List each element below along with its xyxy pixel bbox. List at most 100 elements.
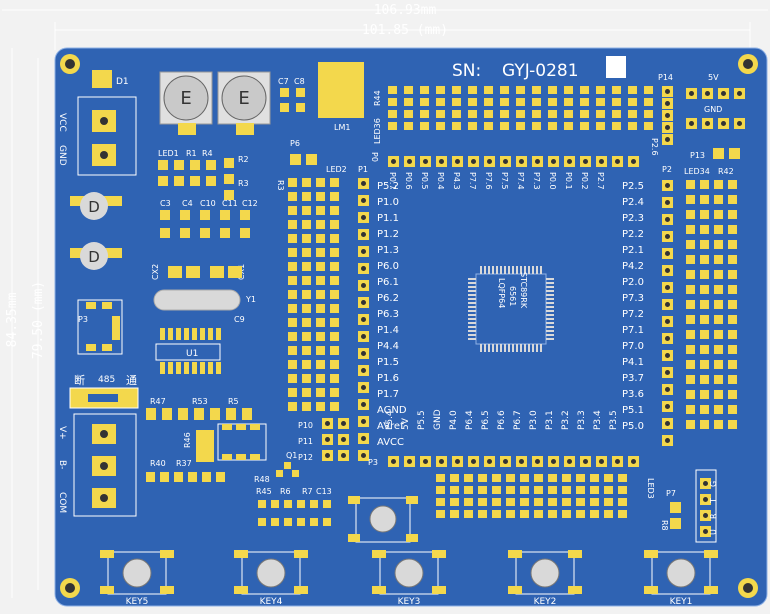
pad [206,176,216,186]
pad [178,408,188,420]
pad [220,210,230,220]
led-pad [604,498,613,506]
key-switch-3[interactable]: KEY3 [372,550,446,607]
pad [276,470,283,477]
led-pad [302,402,311,411]
label-r4: R4 [202,149,213,158]
led-pad [316,346,325,355]
reset-switch[interactable] [348,496,418,543]
label-cx2: CX2 [151,264,160,280]
led-pad [330,220,339,229]
label-led1: LED1 [158,149,179,158]
pad [240,228,250,238]
pad-hole [361,385,366,390]
pad-hole [361,317,366,322]
key-pad [704,586,718,594]
pad-hole [705,91,710,96]
label-p7: P7 [666,489,676,498]
led-pad [500,122,509,130]
led-pad [330,178,339,187]
key-switch-5[interactable]: KEY1 [644,550,718,607]
led-pad [330,402,339,411]
pad-hole [665,89,670,94]
led-pad [604,474,613,482]
led-pad [728,300,737,309]
led-pad [728,360,737,369]
key-switch-4[interactable]: KEY2 [508,550,582,607]
p3-pin-label: P4.0 [449,410,459,430]
pad-hole [583,159,588,164]
svg-text:E: E [238,88,249,109]
led-pad [484,110,493,118]
label-r53: R53 [192,397,208,406]
led-pad [330,332,339,341]
led-pad [714,390,723,399]
c7-c8-pads [280,88,305,112]
led-pad [452,122,461,130]
pad [310,518,318,526]
pad-hole [665,336,670,341]
pad [176,362,181,374]
led-pad [686,375,695,384]
pad-hole [361,249,366,254]
pad [208,328,213,340]
pad-hole [361,351,366,356]
pad-hole [325,453,330,458]
led-pad [618,474,627,482]
led-pad [478,498,487,506]
label-r45: R45 [256,487,272,496]
label-led34: LED34 [684,167,710,176]
label-r47: R47 [150,397,166,406]
key-switch-2[interactable]: KEY4 [234,550,308,607]
p1-pin-label: AVref [377,421,404,432]
mcu-marking-1: STC89RK [519,272,528,309]
led-pad [468,110,477,118]
led-pad [686,210,695,219]
pad-hole [503,159,508,164]
pad-hole [703,497,708,502]
p0-pin-label: P0.1 [564,172,573,190]
label-v-plus: V+ [57,426,67,440]
key-row: KEY5 KEY4 KEY3 KEY2 KEY1 [100,550,718,607]
p14-header [662,86,673,145]
pad-hole [503,459,508,464]
p2-pin-label: P2.0 [622,277,644,288]
led-pad [728,390,737,399]
label-p13: P13 [690,151,705,160]
pad-hole [689,91,694,96]
p3-pin-label: P3.1 [545,410,555,430]
pad-hole [665,183,670,188]
pad-hole [703,481,708,486]
pad-hole [665,101,670,106]
pad-hole [361,419,366,424]
led-pad [564,98,573,106]
diode-d1 [92,70,112,88]
p2-pin-label: P2.1 [622,245,644,256]
key-pad [644,550,658,558]
label-c11: C11 [222,199,238,208]
label-r6: R6 [280,487,291,496]
led-pad [714,255,723,264]
pad-hole [341,453,346,458]
led-pad [534,474,543,482]
led-pad [714,195,723,204]
led-pad [464,486,473,494]
p2-pin-label: P7.3 [622,293,644,304]
pad-hole [665,370,670,375]
p3-connector-left [77,299,123,355]
led-pad [532,122,541,130]
led-pad [506,510,515,518]
pad-hole [567,459,572,464]
led-pad [500,86,509,94]
key-switch-1[interactable]: KEY5 [100,550,174,607]
label-com: COM [57,492,67,513]
led-pad [644,122,653,130]
pad [184,362,189,374]
led-pad [302,248,311,257]
pad [216,472,225,482]
p0-pin-label: P2.7 [596,172,605,190]
led-pad [316,332,325,341]
led-pad [468,86,477,94]
pad-hole [535,459,540,464]
p2-pin-label: P3.6 [622,389,644,400]
